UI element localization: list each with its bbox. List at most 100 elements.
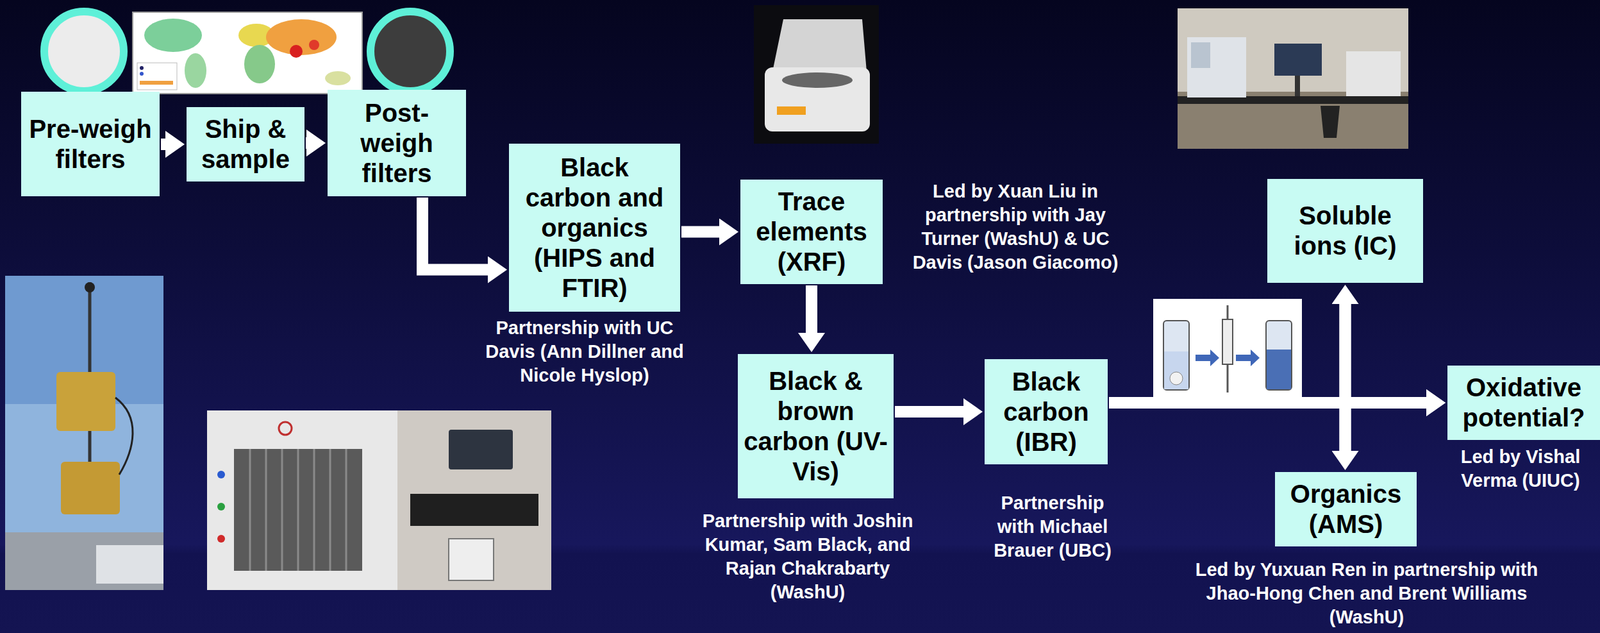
box-text-group: Oxidative potential? (1452, 372, 1595, 433)
extraction-sketch (1153, 298, 1302, 399)
flow-arrow (894, 405, 964, 418)
rooftop-sampler-photo (96, 544, 164, 584)
extraction-sketch (1153, 298, 1302, 399)
world-map (289, 44, 303, 58)
box-label: Oxidative potential? (1452, 372, 1595, 433)
clean-filter (44, 11, 124, 92)
flow-arrow (160, 138, 166, 150)
world-map (144, 18, 202, 52)
process-box: Pre-weigh filters (21, 91, 160, 197)
partner-note: Led by Vishal Verma (UIUC) (1448, 444, 1593, 493)
partner-note: Partnership with Joshin Kumar, Sam Black… (697, 508, 919, 604)
filter-lab-photo (207, 410, 398, 590)
filter-lab-photo (207, 410, 552, 590)
box-label: Pre-weigh filters (26, 114, 155, 175)
box-text-group: Trace elements (XRF) (745, 186, 878, 277)
flow-arrow (805, 285, 818, 333)
extraction-sketch (1164, 351, 1189, 390)
partner-note: Partnership with UC Davis (Ann Dillner a… (478, 316, 691, 388)
box-text-group: Black carbon (IBR) (989, 366, 1103, 458)
box-text-group: Soluble ions (IC) (1272, 200, 1418, 261)
filter-lab-photo (448, 538, 494, 581)
world-map (325, 71, 351, 86)
flow-arrow (1345, 402, 1427, 451)
filter-lab-photo (410, 493, 539, 526)
box-text-group: Ship & sample (191, 114, 300, 175)
box-text-group: Organics (AMS) (1280, 478, 1412, 540)
process-box: Black carbon and organics (HIPS and FTIR… (508, 143, 681, 312)
extraction-sketch (1222, 319, 1233, 365)
process-box: Organics (AMS) (1275, 471, 1417, 547)
extraction-sketch (1163, 320, 1190, 390)
box-label: Trace elements (XRF) (745, 186, 878, 277)
xrf-instrument-photo (764, 67, 870, 132)
process-box: Oxidative potential? (1447, 365, 1600, 440)
rooftop-sampler-photo (115, 397, 133, 475)
rooftop-sampler-photo (84, 282, 95, 293)
box-text-group: Black carbon and organics (HIPS and FTIR… (514, 152, 675, 304)
process-box: Ship & sample (186, 107, 305, 182)
extraction-sketch (1195, 349, 1220, 367)
world-map (308, 39, 320, 50)
xrf-instrument-photo (776, 106, 806, 115)
flow-arrow (1108, 402, 1346, 451)
xrf-instrument-photo (782, 72, 853, 88)
box-text-group: Pre-weigh filters (26, 114, 155, 175)
lab-instrument-photo (1191, 42, 1211, 68)
rooftop-sampler-photo (5, 275, 164, 590)
process-box: Black carbon (IBR) (984, 358, 1108, 465)
extraction-sketch (1235, 349, 1260, 367)
flow-arrow (305, 137, 307, 149)
world-map (132, 12, 363, 94)
box-label: Black & brown carbon (UV-Vis) (742, 366, 889, 487)
world-map (132, 12, 363, 94)
filter-lab-photo (233, 448, 363, 571)
partner-note: Led by Yuxuan Ren in partnership with Jh… (1192, 557, 1542, 629)
rooftop-sampler-photo (5, 275, 164, 590)
filter-lab-photo (217, 534, 225, 543)
lab-instrument-photo (1177, 8, 1409, 149)
process-box: Soluble ions (IC) (1267, 178, 1424, 283)
world-map (137, 62, 177, 90)
flow-arrow (422, 197, 488, 270)
box-text-group: Black & brown carbon (UV-Vis) (742, 366, 889, 487)
loaded-filter (370, 11, 450, 92)
world-map (139, 71, 144, 76)
flow-arrow (681, 226, 720, 238)
xrf-instrument-photo (772, 19, 867, 72)
filter-lab-photo (217, 502, 225, 511)
rooftop-sampler-photo (5, 532, 164, 590)
extraction-sketch (1266, 320, 1292, 390)
lab-instrument-photo (1187, 37, 1247, 98)
partner-note: Partnership with Michael Brauer (UBC) (983, 491, 1122, 563)
box-label: Black carbon (IBR) (989, 366, 1103, 458)
lab-instrument-photo (1320, 105, 1340, 138)
box-label: Post-weigh filters (332, 98, 461, 189)
filter-lab-photo (448, 429, 513, 470)
process-box: Black & brown carbon (UV-Vis) (737, 353, 894, 499)
rooftop-sampler-photo (60, 461, 120, 515)
rooftop-sampler-photo (56, 371, 116, 431)
partner-note: Led by Xuan Liu in partnership with Jay … (898, 179, 1133, 275)
process-box: Trace elements (XRF) (740, 179, 883, 284)
box-label: Organics (AMS) (1280, 478, 1412, 540)
clean-filter (44, 11, 124, 92)
box-label: Ship & sample (191, 114, 300, 175)
filter-lab-photo (250, 448, 347, 571)
flow-arrow (1108, 303, 1346, 403)
extraction-sketch (1169, 371, 1183, 385)
world-map (139, 80, 174, 85)
filter-lab-photo (397, 410, 552, 590)
flow-arrow (1345, 303, 1427, 403)
lab-instrument-photo (1177, 8, 1409, 149)
lab-instrument-photo (1294, 75, 1300, 97)
xrf-instrument-photo (753, 5, 879, 144)
process-box: Post-weigh filters (327, 89, 467, 197)
box-label: Soluble ions (IC) (1272, 200, 1418, 261)
lab-instrument-photo (1274, 43, 1322, 76)
xrf-instrument-photo (753, 5, 879, 144)
world-map (139, 66, 144, 70)
world-map (244, 44, 275, 84)
extraction-sketch (1266, 349, 1292, 390)
